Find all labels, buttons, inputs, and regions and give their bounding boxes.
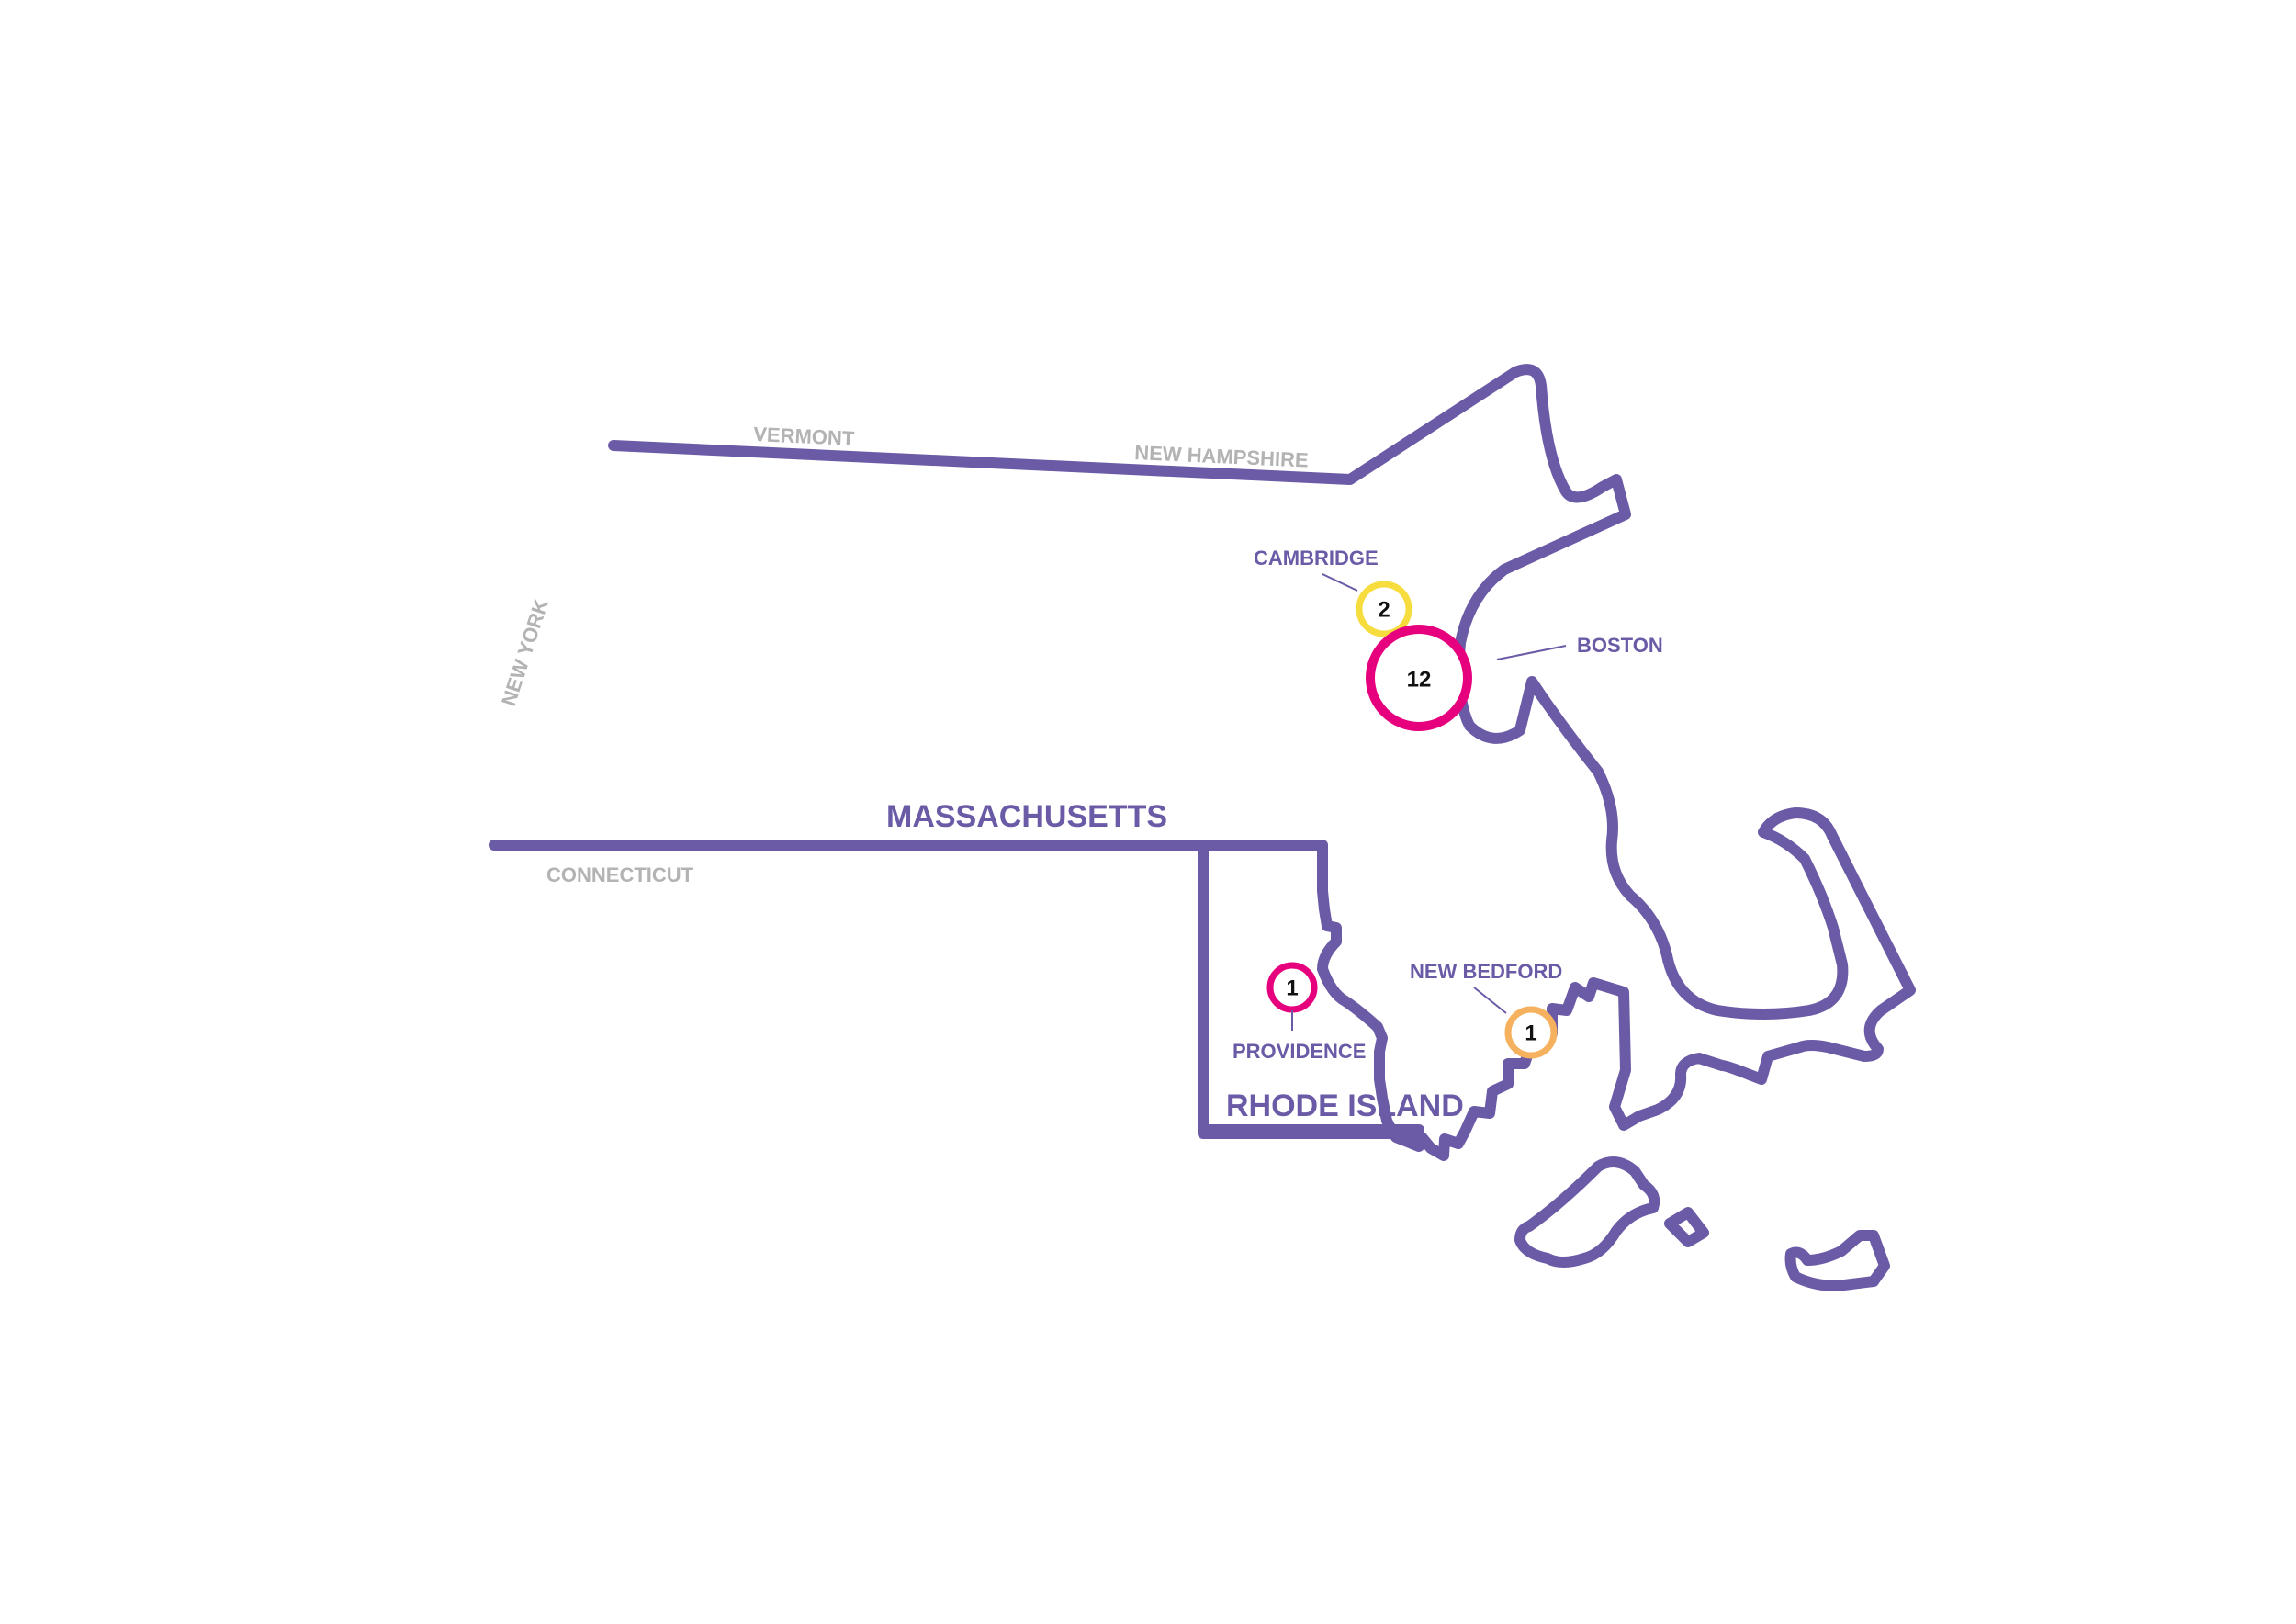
label-connecticut: CONNECTICUT <box>546 863 694 886</box>
new-bedford-count: 1 <box>1525 1021 1536 1046</box>
providence-label: PROVIDENCE <box>1232 1040 1366 1063</box>
new-bedford-marker[interactable] <box>1504 1006 1558 1059</box>
cambridge-marker[interactable] <box>1356 581 1412 637</box>
boston-marker[interactable] <box>1366 625 1472 731</box>
rhode-island-outline <box>1198 840 1424 1145</box>
small-island-outline <box>1664 1207 1709 1247</box>
cambridge-label: CAMBRIDGE <box>1254 547 1379 570</box>
marthas-vineyard-outline <box>1514 1156 1660 1268</box>
providence-marker[interactable] <box>1266 962 1318 1013</box>
label-vermont: VERMONT <box>753 423 856 450</box>
cambridge-leader-line <box>1322 573 1358 592</box>
providence-count: 1 <box>1286 976 1298 1001</box>
new-bedford-label: NEW BEDFORD <box>1410 960 1562 983</box>
nantucket-outline <box>1784 1230 1890 1291</box>
label-new-york: NEW YORK <box>497 596 553 709</box>
new-bedford-leader-line <box>1473 987 1507 1014</box>
boston-label: BOSTON <box>1577 634 1663 657</box>
label-rhode-island: RHODE ISLAND <box>1226 1088 1464 1123</box>
cambridge-count: 2 <box>1378 598 1390 623</box>
boston-count: 12 <box>1407 668 1432 693</box>
label-massachusetts: MASSACHUSETTS <box>886 799 1167 834</box>
boston-leader-line <box>1496 645 1567 660</box>
